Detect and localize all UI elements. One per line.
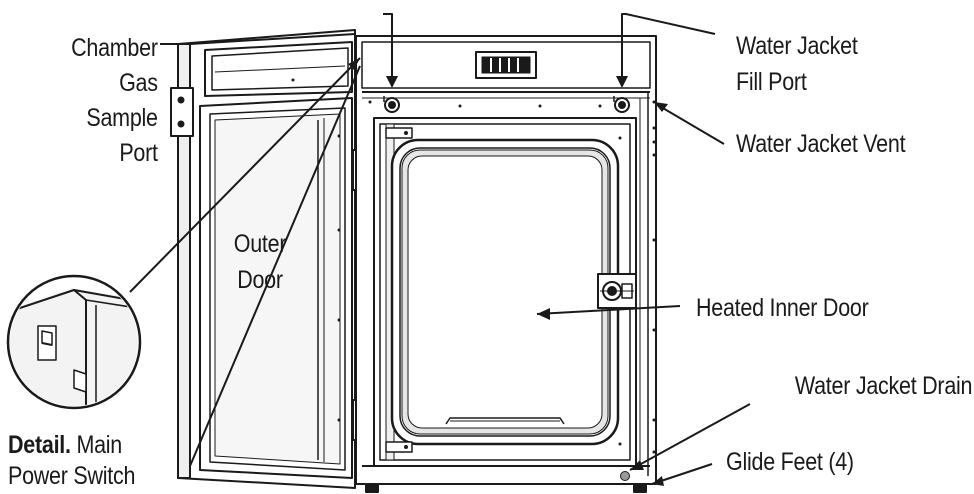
inner-door-hinge-top: [385, 127, 413, 139]
label-heated-inner-door: Heated Inner Door: [696, 294, 869, 322]
detail-line2: Power Switch: [8, 462, 136, 490]
detail-circle: [6, 274, 142, 410]
label-detail-main-power-switch: Detail. Main Power Switch: [8, 430, 135, 492]
heated-inner-door: [373, 117, 637, 467]
leader-lines: [129, 13, 751, 485]
glide-feet: [365, 483, 647, 493]
label-outer-door: Outer Door: [233, 230, 287, 294]
fill-port-left: [383, 96, 400, 113]
inner-door-latch: [597, 273, 637, 309]
label-chamber-gas-sample-port: Chamber Gas Sample Port: [71, 34, 158, 167]
display-panel: [475, 51, 537, 79]
door-hinge-bracket: [170, 87, 194, 137]
main-power-switch-icon: [37, 325, 57, 361]
outer-door: [170, 29, 362, 489]
inner-door-hinge-bottom: [385, 441, 413, 453]
detail-bold: Detail.: [8, 431, 71, 459]
detail-rest: Main: [70, 431, 123, 459]
water-jacket-drain: [620, 471, 630, 481]
label-glide-feet: Glide Feet (4): [726, 448, 854, 476]
label-water-jacket-drain: Water Jacket Drain: [794, 372, 973, 400]
label-water-jacket-fill-port: Water Jacket Fill Port: [736, 32, 858, 96]
side-rivets: [368, 100, 656, 454]
arrowheads: [348, 58, 668, 486]
fill-port-right: [613, 96, 630, 113]
label-water-jacket-vent: Water Jacket Vent: [736, 130, 906, 158]
